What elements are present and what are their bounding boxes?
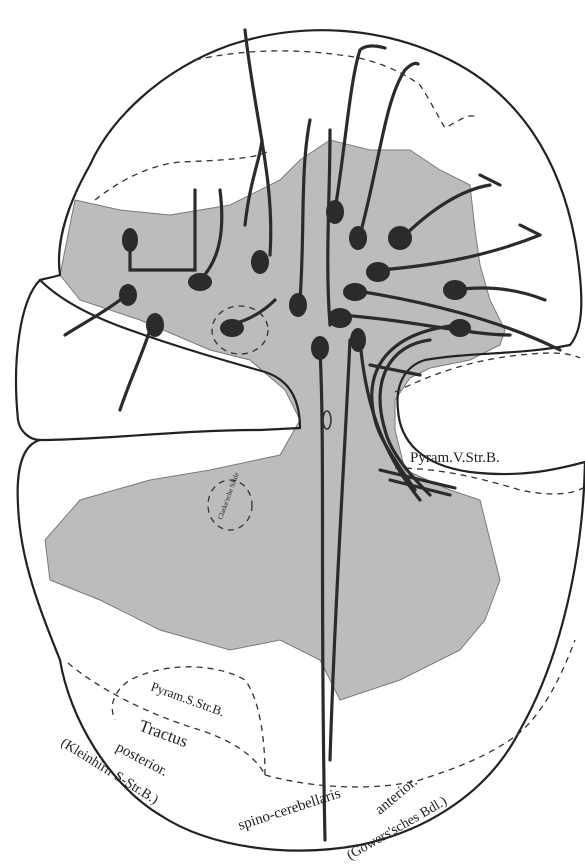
label-tractus: Tractus — [137, 716, 191, 751]
grey-matter — [45, 140, 505, 700]
neuron-cell — [251, 250, 269, 274]
neuron-cell — [220, 319, 244, 337]
neuron-cell — [119, 284, 137, 306]
neuron-cell — [349, 226, 367, 250]
neuron-cell — [388, 226, 412, 250]
neuron-cell — [311, 336, 329, 360]
neuron-cell — [326, 200, 344, 224]
neuron-cell — [122, 228, 138, 252]
label-pyram-s: Pyram.S.Str.B. — [149, 679, 227, 720]
neuron-cell — [366, 262, 390, 282]
neuron-cell — [443, 280, 467, 300]
neuron-cell — [328, 308, 352, 328]
label-kleinhirn: (Kleinhirn-S-Str.B.) — [58, 736, 161, 808]
neuron-cell — [350, 328, 366, 352]
neuron-cell — [449, 319, 471, 337]
label-spino-cerebellaris: spino-cerebellaris — [236, 786, 342, 834]
neuron-cell — [343, 283, 367, 301]
neuron-cell — [289, 293, 307, 317]
neuron-cell — [188, 273, 212, 291]
label-pyram-v: Pyram.V.Str.B. — [410, 450, 500, 466]
neuron-cell — [146, 313, 164, 337]
